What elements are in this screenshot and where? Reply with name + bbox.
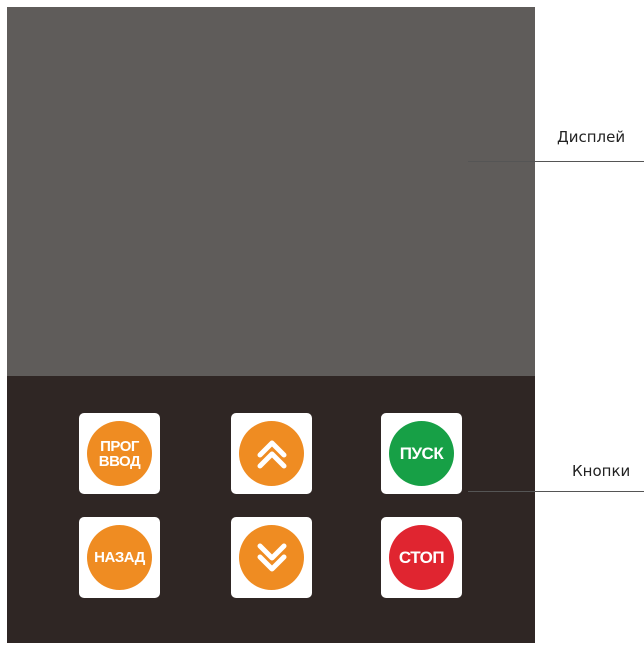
prog-label-line1: ПРОГ [100, 437, 139, 455]
prog-enter-label: ПРОГ ВВОД [98, 437, 141, 470]
prog-enter-button-circle: ПРОГ ВВОД [87, 421, 152, 486]
display-callout-label: Дисплей [557, 128, 626, 146]
back-button[interactable]: НАЗАД [79, 517, 160, 598]
prog-enter-button[interactable]: ПРОГ ВВОД [79, 413, 160, 494]
chevron-double-down-icon [257, 543, 286, 571]
stop-button[interactable]: СТОП [381, 517, 462, 598]
keypad: ПРОГ ВВОД ПУСК НАЗАД [7, 376, 535, 643]
buttons-leader-line [468, 491, 644, 492]
down-button-circle [239, 525, 304, 590]
start-button[interactable]: ПУСК [381, 413, 462, 494]
start-button-circle: ПУСК [389, 421, 454, 486]
up-button[interactable] [231, 413, 312, 494]
down-button[interactable] [231, 517, 312, 598]
back-button-circle: НАЗАД [87, 525, 152, 590]
stop-label: СТОП [398, 547, 445, 567]
back-label: НАЗАД [94, 549, 145, 566]
stop-button-circle: СТОП [389, 525, 454, 590]
display-leader-line [468, 161, 644, 162]
display-screen [7, 7, 535, 376]
buttons-callout-label: Кнопки [572, 462, 631, 480]
enter-label-line2: ВВОД [98, 452, 141, 470]
up-button-circle [239, 421, 304, 486]
chevron-double-up-icon [257, 440, 286, 468]
start-label: ПУСК [399, 443, 444, 463]
control-panel: ПРОГ ВВОД ПУСК НАЗАД [7, 7, 535, 643]
